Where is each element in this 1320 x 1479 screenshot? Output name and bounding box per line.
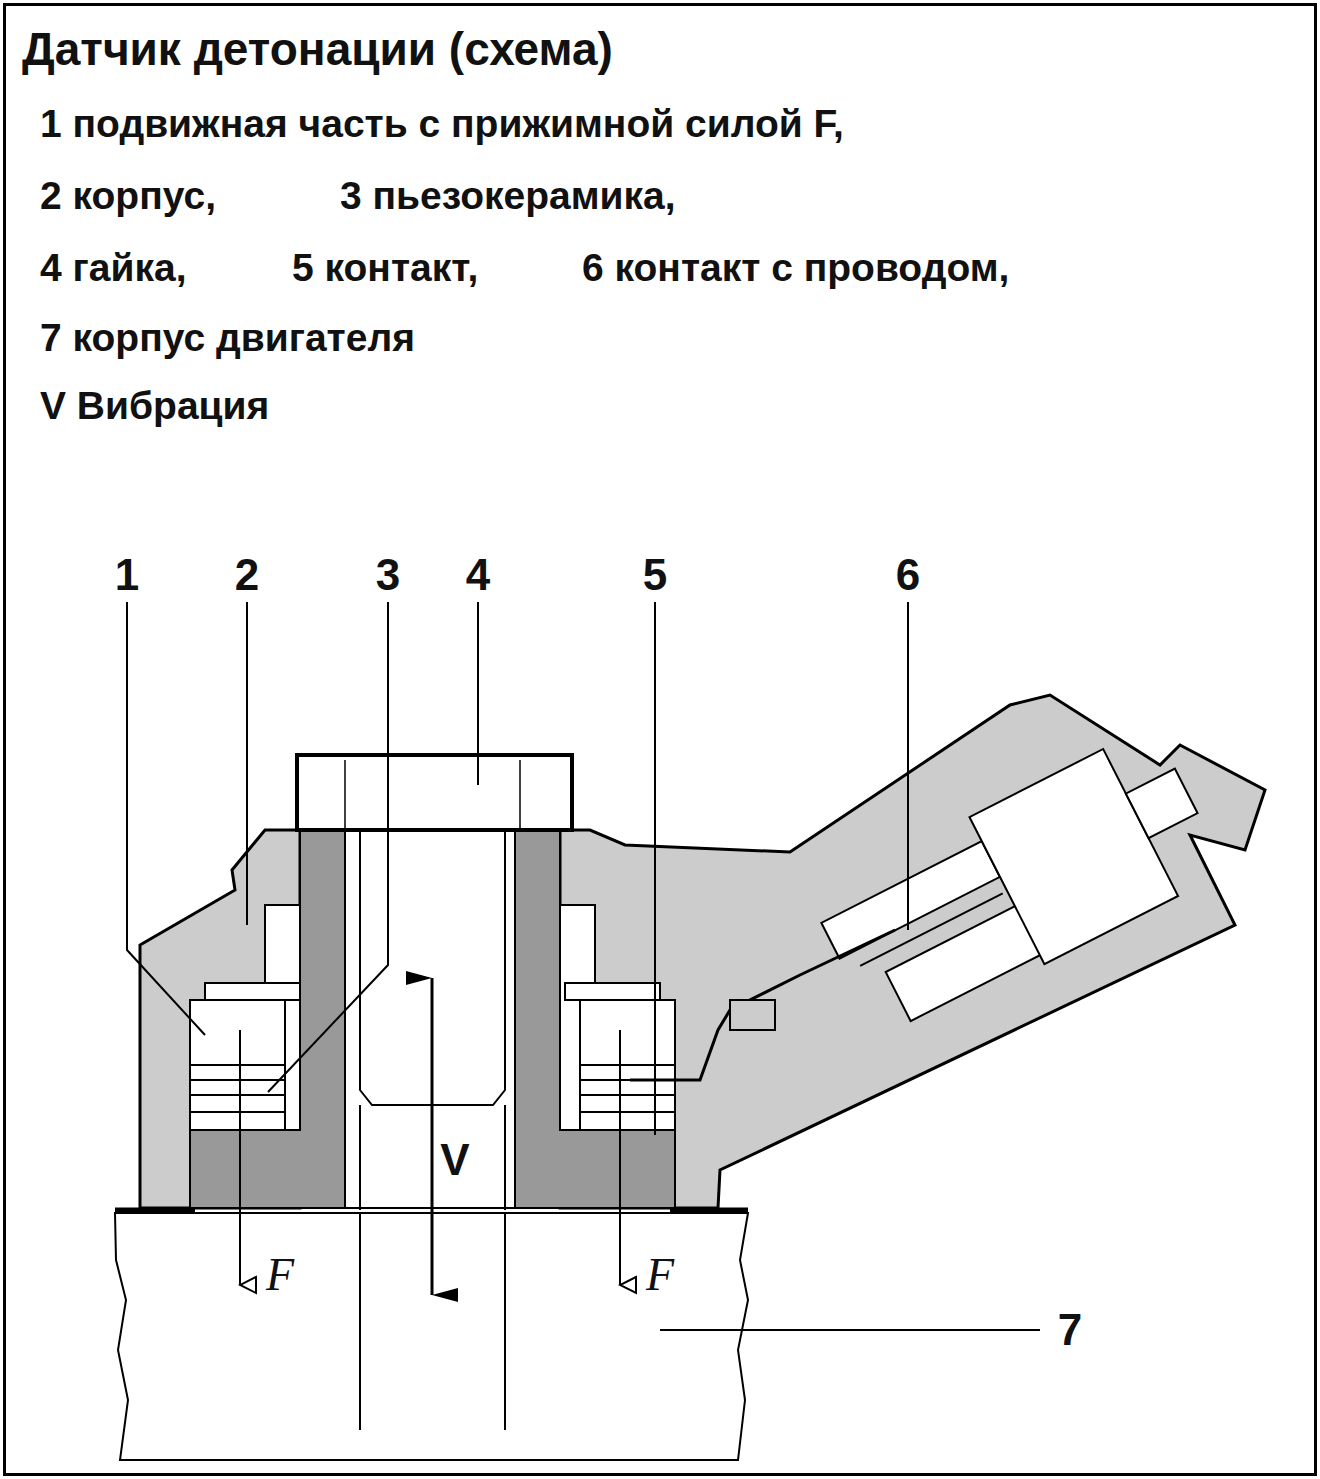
- nut: [297, 755, 572, 830]
- nut-facet: [519, 760, 521, 828]
- washer: [670, 1208, 748, 1213]
- piezo-layer: [190, 1079, 285, 1081]
- piezo-layer: [580, 1064, 675, 1066]
- seismic-mass: [580, 1000, 675, 1130]
- callout-number: 5: [643, 553, 667, 597]
- legend-line: 6 контакт с проводом,: [582, 248, 1009, 287]
- vibration-arrow: [431, 978, 434, 1295]
- sleeve: [190, 825, 345, 1208]
- legend-line: 5 контакт,: [292, 248, 478, 287]
- top-plate: [205, 983, 300, 1000]
- connector-socket: [809, 724, 1227, 1046]
- piezo-layer: [580, 1111, 675, 1113]
- connector-key: [1126, 769, 1198, 839]
- piezo-layer: [190, 1094, 285, 1096]
- washer: [115, 1208, 195, 1213]
- legend-line: 1 подвижная часть с прижимной силой F,: [40, 104, 844, 143]
- force-arrow: [239, 1030, 241, 1285]
- callout-number: 4: [466, 553, 490, 597]
- bolt-hole-edge: [504, 1213, 506, 1430]
- leader-line: [907, 602, 909, 930]
- leader-line: [246, 602, 248, 925]
- connector-slot: [886, 904, 1045, 1021]
- callout-number: 1: [115, 553, 139, 597]
- top-plate: [565, 983, 660, 1000]
- piezo-layer: [190, 1111, 285, 1113]
- legend-line: 2 корпус,: [40, 176, 216, 215]
- leader-line: [477, 602, 479, 785]
- connector-pin: [860, 893, 1003, 966]
- bolt-shank: [359, 1105, 361, 1210]
- legend-line: V Вибрация: [40, 386, 269, 425]
- legend-line: 3 пьезокерамика,: [340, 176, 676, 215]
- seismic-mass: [190, 1000, 285, 1130]
- legend-line: 7 корпус двигателя: [40, 318, 415, 357]
- vibration-label: V: [440, 1138, 469, 1182]
- callout-number: 7: [1058, 1308, 1082, 1352]
- sleeve: [515, 825, 675, 1208]
- leader-line: [127, 602, 205, 1035]
- callout-number: 2: [235, 553, 259, 597]
- nut-facet: [344, 760, 346, 828]
- connector-cavity: [969, 749, 1178, 964]
- bolt-bore: [345, 830, 515, 1208]
- bolt-hole-edge: [359, 1213, 361, 1430]
- wire: [630, 930, 895, 1080]
- force-label: F: [646, 1252, 674, 1298]
- legend-line: 4 гайка,: [40, 248, 186, 287]
- callout-number: 3: [376, 553, 400, 597]
- piezo-layer: [190, 1064, 285, 1066]
- diagram-title: Датчик детонации (схема): [22, 26, 613, 72]
- bolt-shank: [504, 1105, 506, 1210]
- leader-line: [654, 602, 656, 1135]
- piezo-layer: [580, 1094, 675, 1096]
- leader-line: [660, 1329, 1040, 1331]
- force-arrow: [619, 1030, 621, 1285]
- leader-line: [268, 602, 388, 1092]
- wire-terminal: [730, 1000, 775, 1030]
- callout-number: 6: [896, 553, 920, 597]
- force-label: F: [266, 1252, 294, 1298]
